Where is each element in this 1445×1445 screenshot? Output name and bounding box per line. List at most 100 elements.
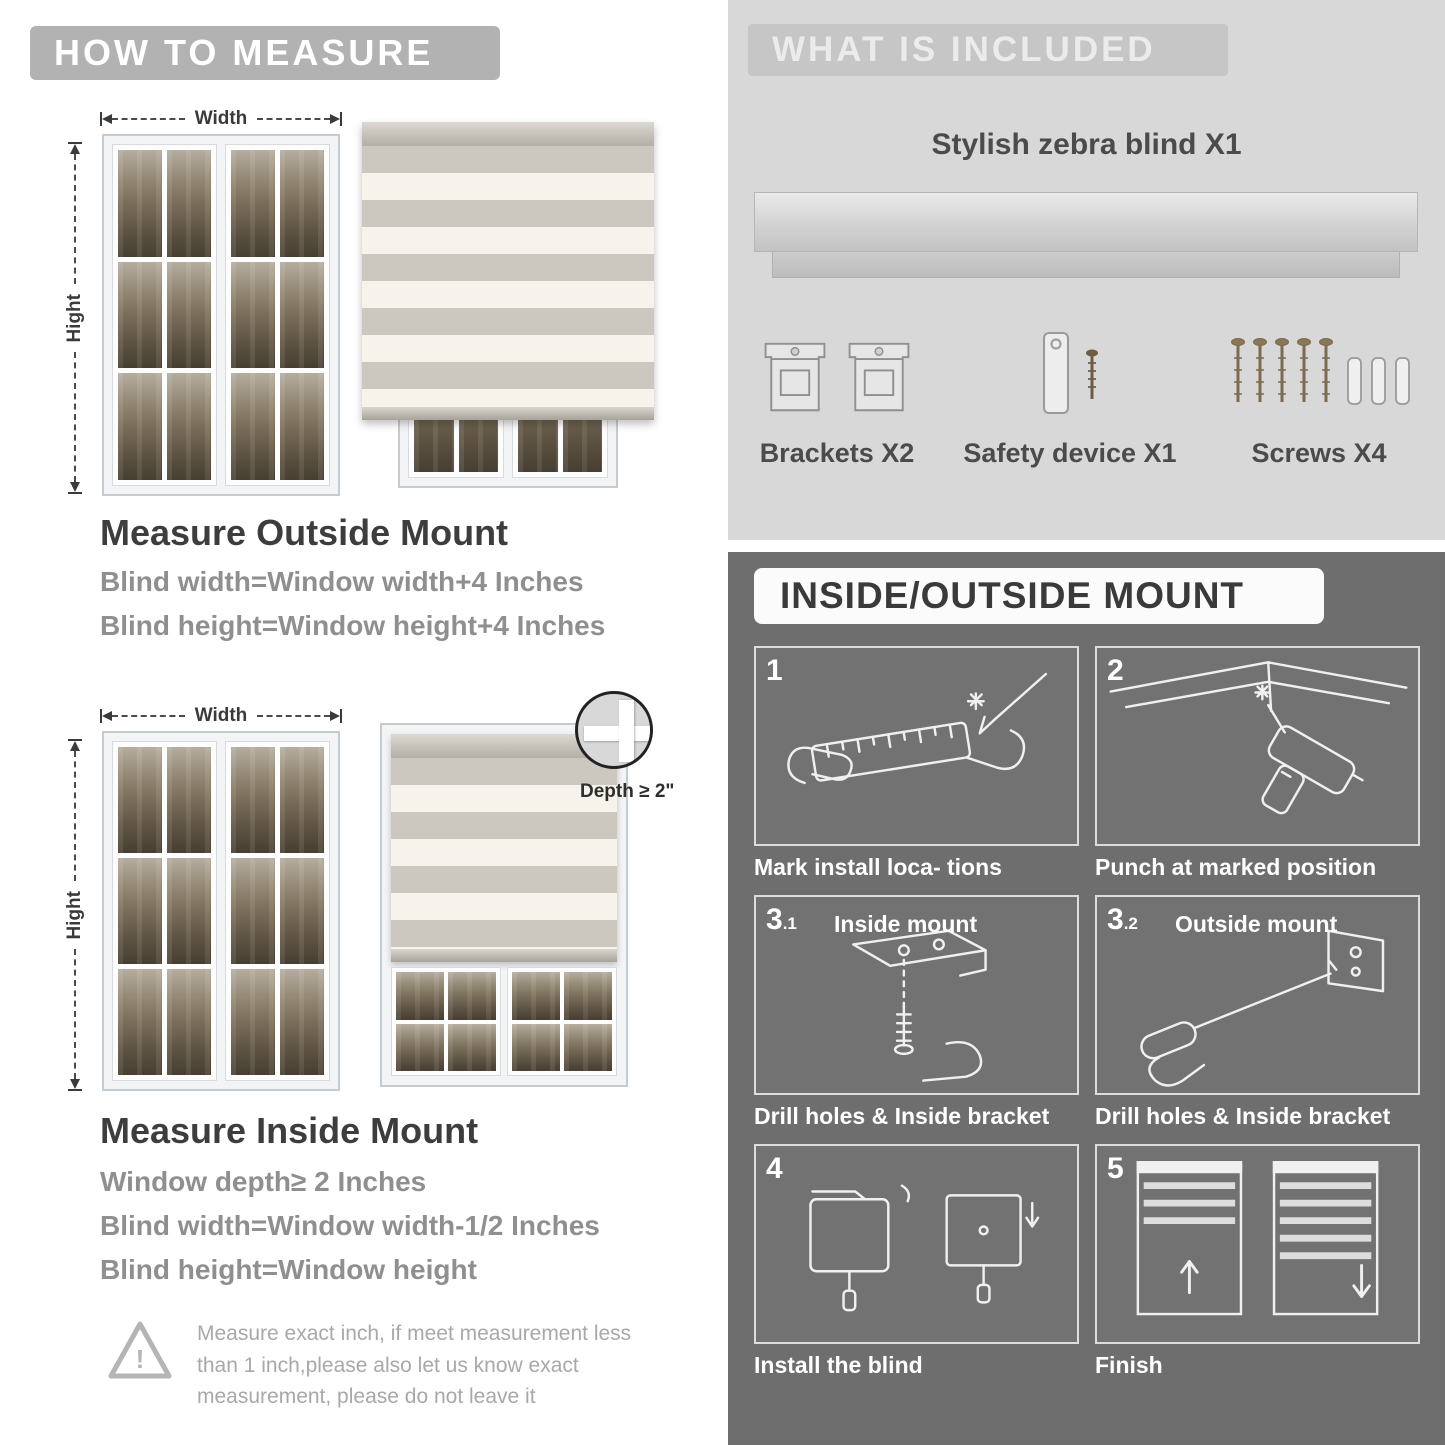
window-pane bbox=[167, 858, 211, 964]
window-pane bbox=[167, 373, 211, 480]
window-pane bbox=[231, 373, 275, 480]
arrow-endbar bbox=[68, 142, 82, 144]
step-5: 5 bbox=[1095, 1144, 1420, 1379]
arrow-endbar bbox=[100, 112, 102, 126]
step-3-1-panel: 3.1 Inside mount bbox=[754, 895, 1079, 1095]
arrow-up-icon bbox=[70, 741, 80, 751]
outside-mount-title: Measure Outside Mount bbox=[100, 512, 509, 553]
window-sash bbox=[225, 144, 330, 486]
step-number: 1 bbox=[766, 654, 783, 687]
step-4: 4 bbox=[754, 1144, 1079, 1379]
window-pane bbox=[280, 373, 324, 480]
window-pane bbox=[231, 747, 275, 853]
warning-exclamation: ! bbox=[135, 1344, 145, 1374]
window-pane bbox=[167, 150, 211, 257]
height-arrow: Hight bbox=[64, 142, 86, 495]
window-pane bbox=[231, 858, 275, 964]
brackets-label: Brackets X2 bbox=[759, 438, 915, 468]
window-pane bbox=[167, 969, 211, 1075]
height-arrow: Hight bbox=[64, 739, 86, 1092]
step-number: 4 bbox=[766, 1152, 783, 1185]
window-pane bbox=[512, 972, 560, 1020]
step-1: 1 bbox=[754, 646, 1079, 881]
step-3-2-caption: Drill holes & Inside bracket bbox=[1095, 1103, 1391, 1129]
safety-device-label: Safety device X1 bbox=[963, 438, 1177, 468]
mount-instructions-title: INSIDE/OUTSIDE MOUNT bbox=[780, 575, 1245, 616]
window-sash bbox=[112, 741, 217, 1081]
width-label: Width bbox=[194, 705, 248, 726]
outside-height-formula: Blind height=Window height+4 Inches bbox=[100, 610, 606, 641]
arrow-dash bbox=[74, 352, 76, 483]
height-label: Hight bbox=[64, 293, 85, 343]
window-sash bbox=[391, 967, 501, 1076]
window-pane bbox=[564, 1023, 612, 1071]
step-3-1-tag: Inside mount bbox=[834, 911, 978, 937]
zebra-blind bbox=[362, 122, 654, 420]
step-4-caption: Install the blind bbox=[754, 1352, 923, 1378]
step-number: 3.2 bbox=[1107, 903, 1138, 936]
window-pane bbox=[280, 858, 324, 964]
width-arrow: Width bbox=[100, 108, 342, 130]
window-pane bbox=[118, 747, 162, 853]
arrow-dash bbox=[257, 118, 330, 120]
window-pane bbox=[396, 972, 444, 1020]
window-pane bbox=[118, 261, 162, 369]
step-5-caption: Finish bbox=[1095, 1352, 1163, 1378]
arrow-dash bbox=[74, 751, 76, 881]
outside-width-formula: Blind width=Window width+4 Inches bbox=[100, 566, 584, 597]
safety-device-icon bbox=[1020, 318, 1120, 422]
step-2: 2 bbox=[1095, 646, 1420, 881]
arrow-up-icon bbox=[70, 144, 80, 154]
arrow-endbar bbox=[100, 709, 102, 723]
warning-text: Measure exact inch, if meet measurement … bbox=[197, 1322, 632, 1408]
arrow-endbar bbox=[340, 709, 342, 723]
depth-label: Depth ≥ 2" bbox=[580, 781, 675, 802]
inside-blind-illustration bbox=[380, 723, 628, 1087]
step-number: 3.1 bbox=[766, 903, 797, 936]
arrow-endbar bbox=[340, 112, 342, 126]
how-to-measure-section: HOW TO MEASURE Width Hight bbox=[30, 26, 675, 1408]
how-to-measure-title: HOW TO MEASURE bbox=[54, 32, 434, 73]
step-2-caption: Punch at marked position bbox=[1095, 854, 1377, 880]
window-pane bbox=[448, 1023, 496, 1071]
inside-width-formula: Blind width=Window width-1/2 Inches bbox=[100, 1210, 600, 1241]
window-pane bbox=[118, 858, 162, 964]
step-3-1-caption: Drill holes & Inside bracket bbox=[754, 1103, 1050, 1129]
window-pane bbox=[118, 969, 162, 1075]
blind-bottom-rail bbox=[391, 949, 617, 962]
brackets-icon bbox=[758, 318, 916, 422]
step-5-panel: 5 bbox=[1095, 1144, 1420, 1344]
window-pane bbox=[280, 969, 324, 1075]
step-number: 5 bbox=[1107, 1152, 1124, 1185]
step-3-1: 3.1 Inside mount bbox=[754, 895, 1079, 1130]
mount-instructions-section: INSIDE/OUTSIDE MOUNT 1 bbox=[728, 552, 1445, 1445]
zebra-blind bbox=[391, 734, 617, 962]
window-pane bbox=[280, 747, 324, 853]
screws-label: Screws X4 bbox=[1251, 438, 1387, 468]
step-1-caption: Mark install loca- tions bbox=[754, 854, 1002, 880]
arrow-dash bbox=[112, 715, 185, 717]
step-4-panel: 4 bbox=[754, 1144, 1079, 1344]
step-5-illustration bbox=[1136, 1161, 1379, 1316]
arrow-right-icon bbox=[330, 711, 340, 721]
product-name: Stylish zebra blind X1 bbox=[931, 128, 1242, 161]
arrow-down-icon bbox=[70, 1079, 80, 1090]
arrow-dash bbox=[74, 154, 76, 284]
what-is-included-section: WHAT IS INCLUDED Stylish zebra blind X1 bbox=[728, 0, 1445, 540]
arrow-left-icon bbox=[102, 711, 112, 721]
step-4-illustration bbox=[809, 1184, 1040, 1312]
step-1-panel: 1 bbox=[754, 646, 1079, 846]
window-pane bbox=[280, 150, 324, 257]
step-3-1-illustration bbox=[852, 929, 987, 1082]
step-2-illustration bbox=[1109, 661, 1408, 815]
window-pane bbox=[167, 261, 211, 369]
window-pane bbox=[512, 1023, 560, 1071]
window-illustration bbox=[102, 134, 340, 496]
window-sash bbox=[507, 967, 617, 1076]
step-3-2-illustration bbox=[1140, 929, 1385, 1087]
what-is-included-title: WHAT IS INCLUDED bbox=[772, 30, 1156, 69]
step-3-2-tag: Outside mount bbox=[1175, 911, 1338, 937]
window-below-blind bbox=[391, 967, 617, 1076]
frame-corner-vertical bbox=[619, 700, 634, 762]
headrail-illustration bbox=[754, 192, 1418, 278]
